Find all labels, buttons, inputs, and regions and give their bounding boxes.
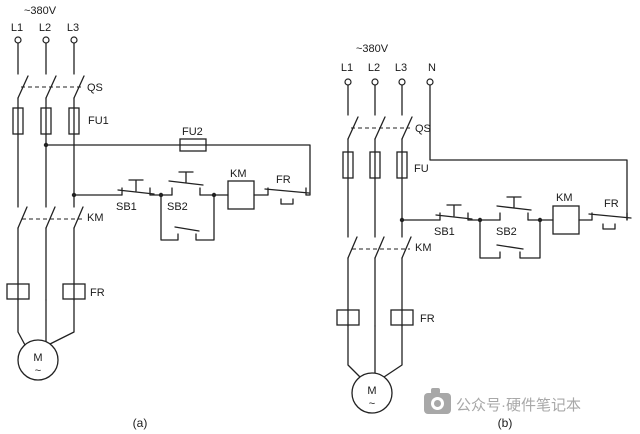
- phase-label-l1-a: L1: [11, 22, 23, 34]
- fuse-fu-1: [342, 151, 354, 179]
- neutral-line-b: [429, 84, 628, 221]
- km-aux-contact-a: [160, 194, 215, 241]
- fu-label-b: FU: [414, 163, 429, 175]
- neutral-label-b: N: [428, 62, 436, 74]
- motor-letter-a: M: [33, 352, 42, 364]
- phase-lower-b: [347, 257, 403, 327]
- fr-heater-2-b: [390, 309, 414, 326]
- terminal-n-b: [426, 78, 434, 86]
- fuse-fu-2: [369, 151, 381, 179]
- phase-feeders-a: [17, 42, 75, 75]
- sb1-button-a: [117, 179, 155, 196]
- voltage-label-b: ~380V: [356, 43, 389, 55]
- phase-feeders-b: [347, 84, 403, 116]
- camera-logo-lens-inner: [434, 400, 441, 407]
- fr-heater-1-b: [336, 309, 360, 326]
- phase-lower-a: [17, 227, 75, 301]
- km-coil-label-b: KM: [556, 192, 573, 204]
- fuse-fu1-3: [68, 107, 80, 135]
- fuse-fu1-2: [40, 107, 52, 135]
- fr-heater-2-a: [62, 283, 86, 300]
- fr-heater-label-a: FR: [90, 287, 105, 299]
- phase-label-l3-b: L3: [395, 62, 407, 74]
- terminal-l3-b: [398, 78, 406, 86]
- motor-leads-b: [347, 325, 403, 378]
- sb2-label-a: SB2: [167, 201, 188, 213]
- watermark-text: 公众号·硬件笔记本: [456, 397, 581, 414]
- camera-logo-bump: [431, 388, 440, 394]
- terminal-l1-b: [344, 78, 352, 86]
- fuse-fu-3: [396, 151, 408, 179]
- fr-heater-1-a: [6, 283, 30, 300]
- sb1-button-b: [435, 204, 473, 221]
- phase-label-l2-a: L2: [39, 22, 51, 34]
- junction-dot: [399, 217, 405, 223]
- watermark: 公众号·硬件笔记本: [424, 388, 581, 414]
- terminal-l3-a: [70, 36, 78, 44]
- voltage-label-a: ~380V: [24, 5, 57, 17]
- qs-label-a: QS: [87, 82, 103, 94]
- motor-circle-a: [17, 339, 59, 381]
- terminal-l2-b: [371, 78, 379, 86]
- circuit-a: ~380V L1 L2 L3 QS FU1 KM FR M ~: [6, 5, 311, 430]
- phase-trunk-a: [17, 97, 75, 208]
- sb2-label-b: SB2: [496, 226, 517, 238]
- km-main-contacts-b: [347, 236, 412, 259]
- caption-a: (a): [133, 416, 148, 430]
- motor-circle-b: [351, 372, 393, 414]
- motor-letter-b: M: [367, 385, 376, 397]
- control-feed-a: [45, 144, 311, 196]
- motor-wave-b: ~: [369, 398, 375, 410]
- km-main-label-b: KM: [415, 242, 432, 254]
- km-aux-contact-b: [479, 219, 541, 259]
- km-main-contacts-a: [17, 206, 84, 229]
- phase-label-l1-b: L1: [341, 62, 353, 74]
- motor-leads-a: [17, 299, 75, 346]
- fr-contact-b: [588, 212, 632, 230]
- terminal-l1-a: [14, 36, 22, 44]
- fu2-label-a: FU2: [182, 126, 203, 138]
- fr-contact-a: [264, 187, 310, 205]
- fr-heater-label-b: FR: [420, 313, 435, 325]
- motor-wave-a: ~: [35, 365, 41, 377]
- sb2-button-b: [496, 196, 532, 221]
- caption-b: (b): [498, 416, 513, 430]
- fr-contact-label-b: FR: [604, 198, 619, 210]
- sb2-button-a: [168, 171, 204, 196]
- circuit-b: ~380V L1 L2 L3 N QS FU KM FR M ~: [336, 43, 632, 430]
- junction-dot: [43, 142, 49, 148]
- qs-label-b: QS: [415, 123, 431, 135]
- km-coil-a: [227, 180, 255, 210]
- fu1-label-a: FU1: [88, 115, 109, 127]
- km-coil-label-a: KM: [230, 168, 247, 180]
- sb1-label-b: SB1: [434, 226, 455, 238]
- terminal-l2-a: [42, 36, 50, 44]
- phase-trunk-b: [347, 138, 403, 238]
- km-main-label-a: KM: [87, 212, 104, 224]
- fuse-fu2: [179, 138, 207, 152]
- fr-contact-label-a: FR: [276, 174, 291, 186]
- km-coil-b: [552, 205, 580, 235]
- fuse-fu1-1: [12, 107, 24, 135]
- junction-dot: [71, 192, 77, 198]
- sb1-label-a: SB1: [116, 201, 137, 213]
- phase-label-l3-a: L3: [67, 22, 79, 34]
- phase-label-l2-b: L2: [368, 62, 380, 74]
